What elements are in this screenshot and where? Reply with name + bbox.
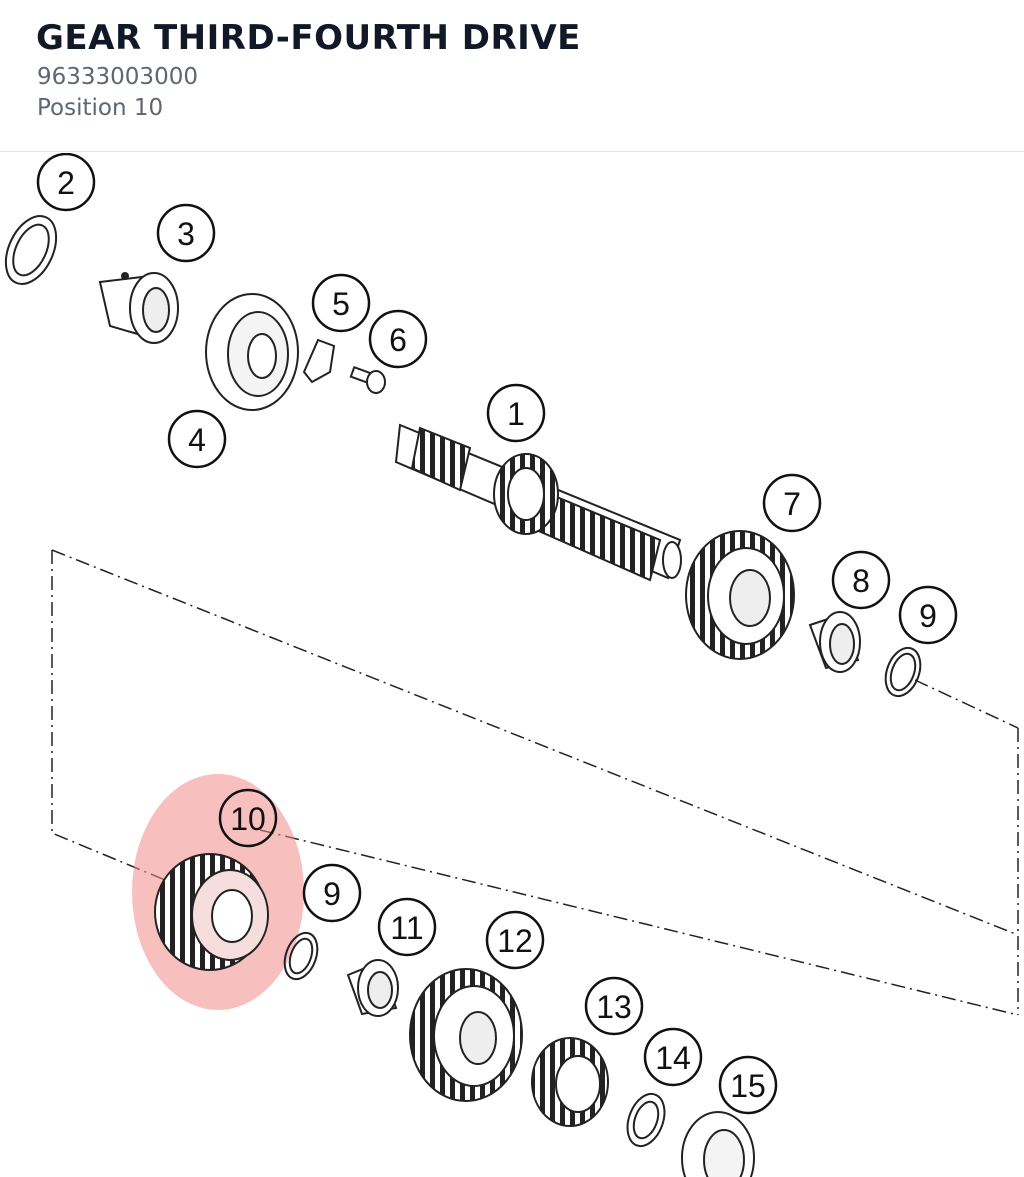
callout-15[interactable]: 15 (718, 1055, 778, 1115)
callout-5[interactable]: 5 (311, 273, 371, 333)
callout-label: 1 (507, 396, 525, 432)
callout-label: 7 (783, 486, 801, 522)
part-washer-14[interactable] (621, 1089, 671, 1151)
callout-9-upper[interactable]: 9 (898, 585, 958, 645)
part-number: 96333003000 (37, 64, 198, 90)
callout-label: 5 (332, 286, 350, 322)
part-bushing-11[interactable] (346, 959, 399, 1017)
callout-14[interactable]: 14 (643, 1027, 703, 1087)
callout-label: 4 (188, 422, 206, 458)
callout-label: 14 (655, 1040, 691, 1076)
callout-13[interactable]: 13 (584, 976, 644, 1036)
callout-3[interactable]: 3 (156, 203, 216, 263)
part-circlip-9-upper[interactable] (879, 643, 926, 701)
callout-10[interactable]: 10 (218, 788, 278, 848)
part-bearing-15[interactable] (681, 1111, 755, 1177)
callout-label: 2 (57, 165, 75, 201)
exploded-view-diagram[interactable]: 2 3 5 6 4 1 7 8 9 10 9 11 (0, 153, 1024, 1177)
callout-1[interactable]: 1 (486, 383, 546, 443)
callout-label: 15 (730, 1068, 766, 1104)
part-header: GEAR THIRD-FOURTH DRIVE 96333003000 Posi… (0, 0, 1024, 152)
callout-11[interactable]: 11 (377, 897, 437, 957)
callout-label: 11 (390, 910, 423, 946)
callout-label: 6 (389, 322, 407, 358)
part-position: Position 10 (37, 95, 164, 121)
callout-label: 3 (177, 216, 195, 252)
callout-2[interactable]: 2 (36, 153, 96, 212)
part-bushing-8[interactable] (808, 611, 861, 673)
part-gear-7[interactable] (685, 530, 795, 660)
callout-label: 10 (230, 801, 266, 837)
part-gear-10[interactable] (154, 853, 269, 971)
callout-4[interactable]: 4 (167, 409, 227, 469)
part-plate-5[interactable] (302, 338, 336, 384)
callout-label: 9 (919, 598, 937, 634)
callout-label: 9 (323, 876, 341, 912)
part-gear-13[interactable] (531, 1037, 609, 1127)
callout-9-lower[interactable]: 9 (302, 863, 362, 923)
callout-label: 8 (852, 563, 870, 599)
callout-7[interactable]: 7 (762, 473, 822, 533)
callout-12[interactable]: 12 (485, 910, 545, 970)
callout-label: 13 (596, 989, 632, 1025)
callout-6[interactable]: 6 (368, 309, 428, 369)
part-title: GEAR THIRD-FOURTH DRIVE (36, 18, 581, 58)
part-gear-12[interactable] (409, 968, 523, 1102)
part-shaft-1[interactable] (394, 423, 682, 582)
part-washer-2[interactable] (0, 208, 66, 292)
part-sleeve-3[interactable] (98, 272, 179, 344)
part-circlip-9-lower[interactable] (279, 928, 324, 983)
part-bolt-6[interactable] (349, 365, 386, 394)
callout-label: 12 (497, 923, 533, 959)
assembly-guide-lines (51, 549, 1019, 1016)
part-bearing-4[interactable] (205, 293, 299, 411)
callout-8[interactable]: 8 (831, 550, 891, 610)
